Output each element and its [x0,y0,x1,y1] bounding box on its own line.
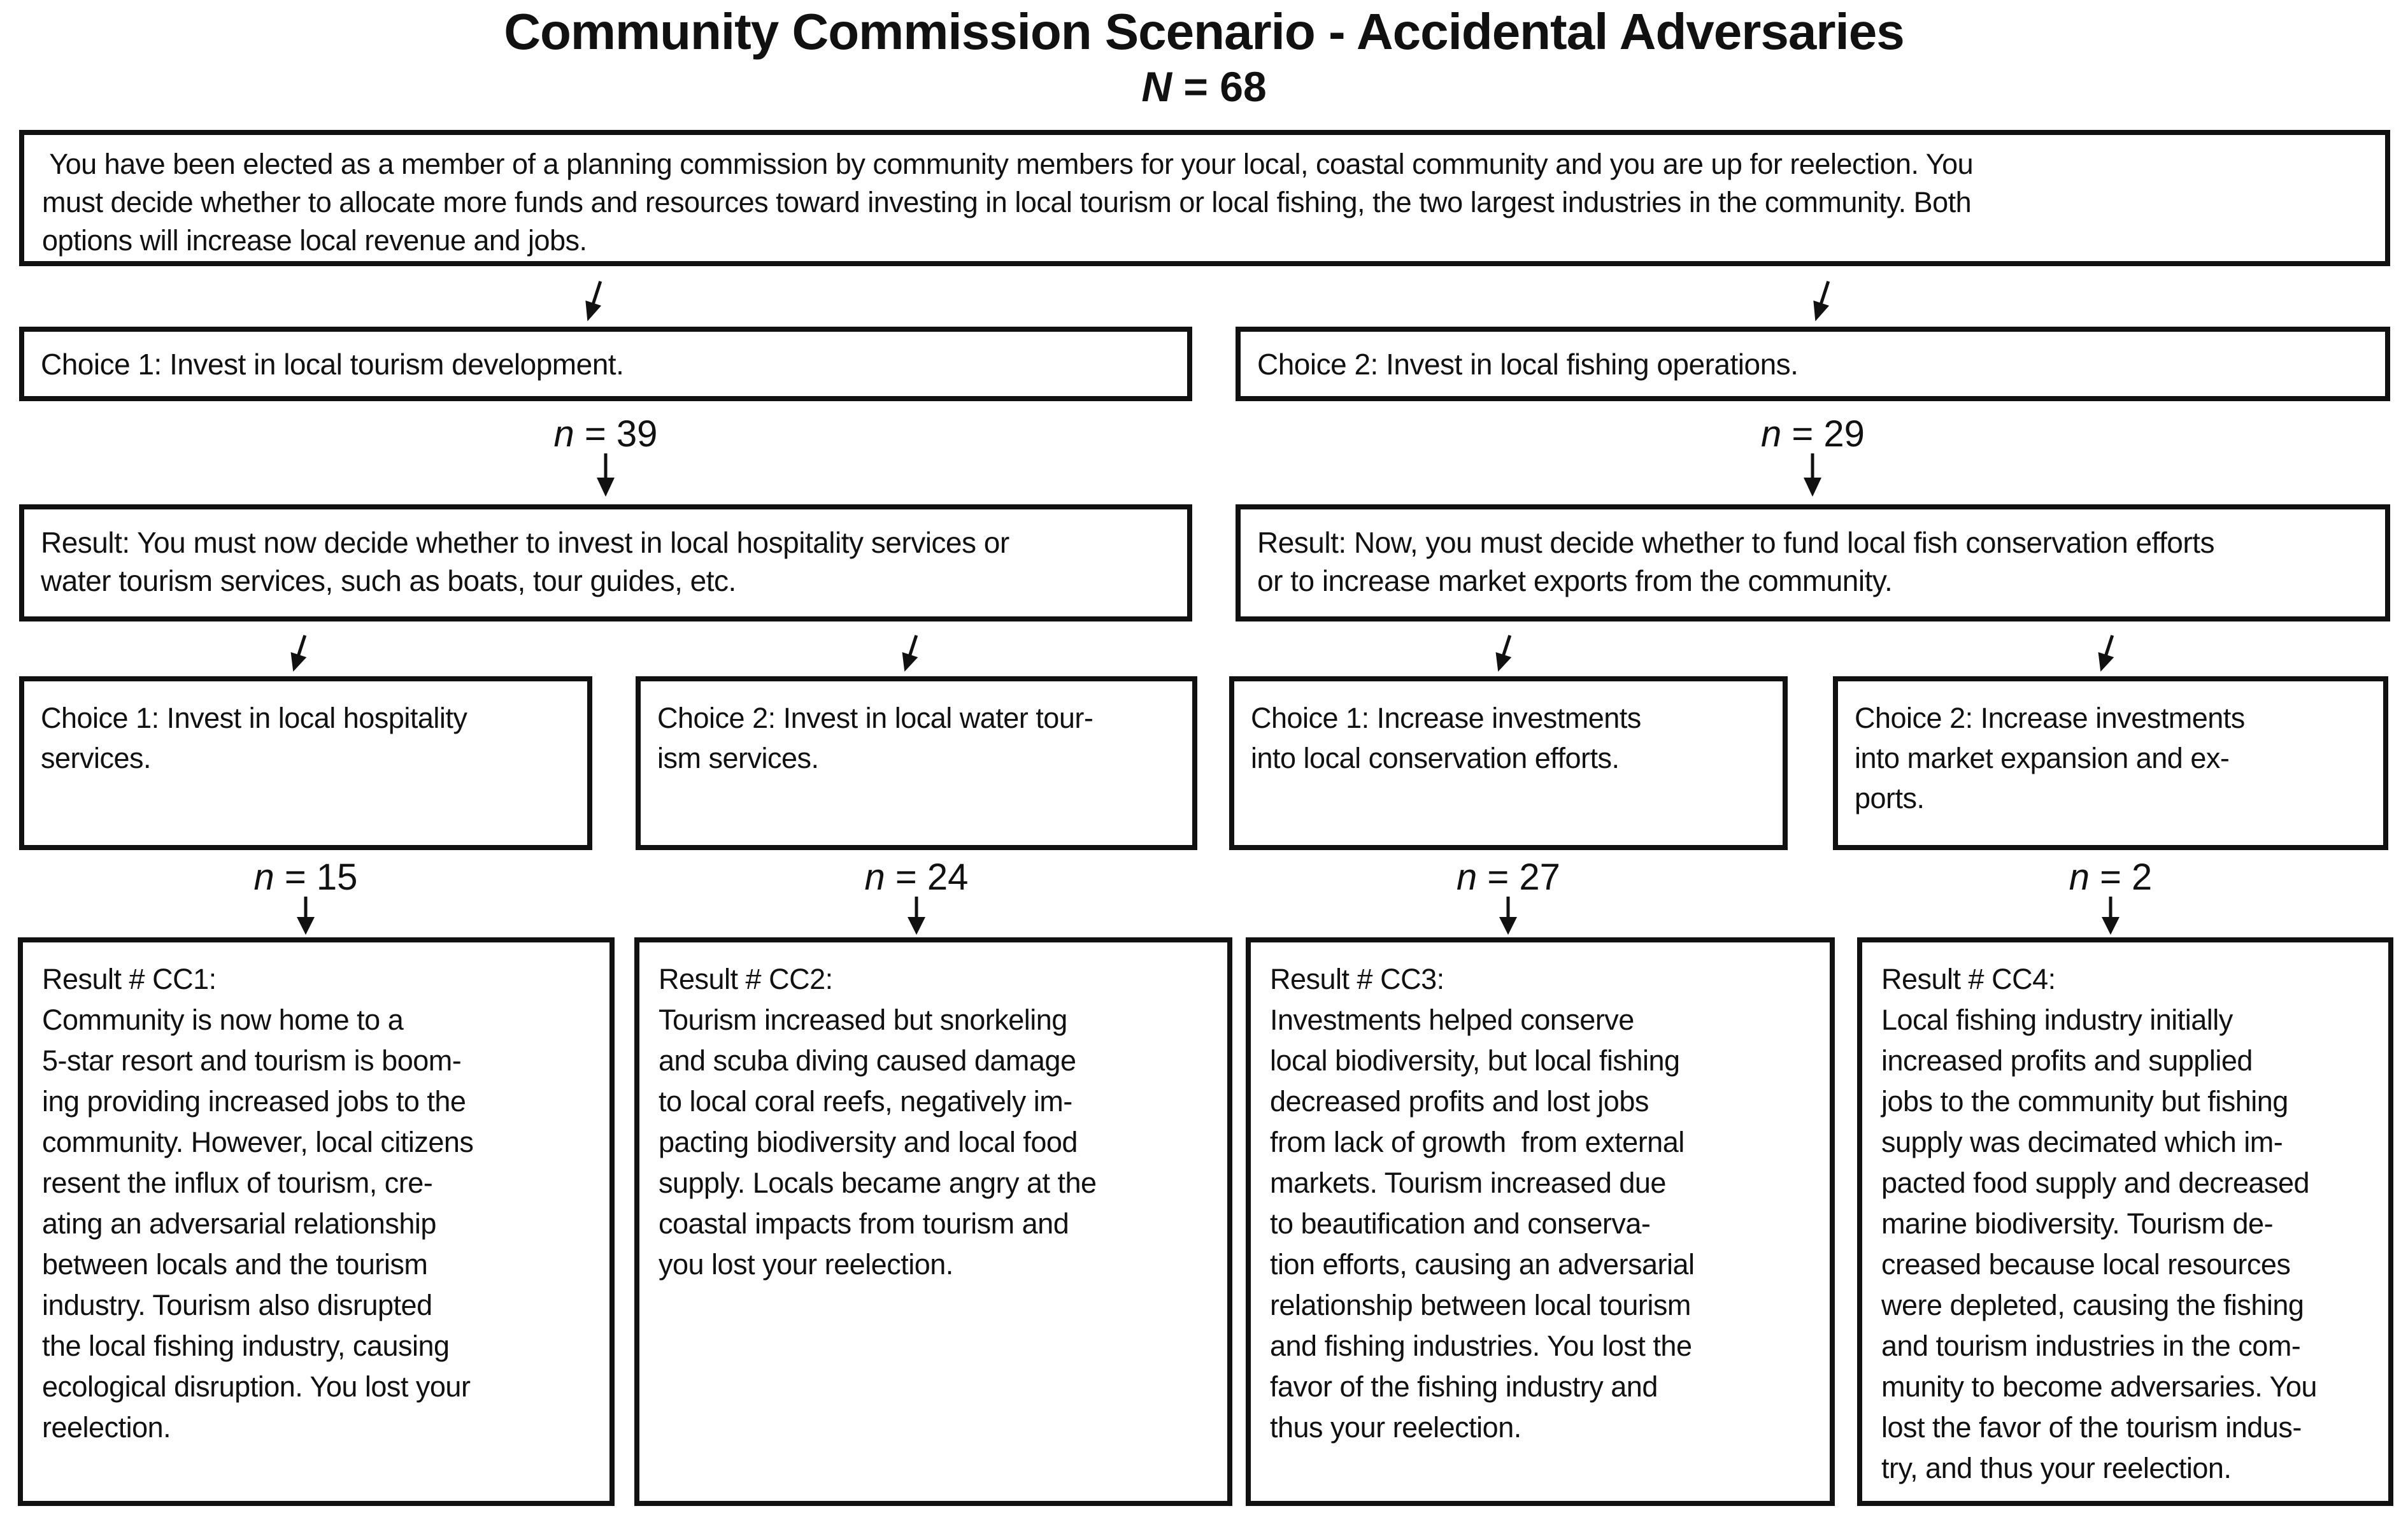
sample-size-label: n = 2 [1833,856,2388,898]
sample-size-label: n = 39 [19,413,1192,455]
n-value: = 29 [1781,413,1865,455]
n-value: = 15 [274,856,358,898]
result-cc1-text: Result # CC1: Community is now home to a… [42,963,474,1444]
down-arrow-icon [904,897,929,941]
result-cc2-text: Result # CC2: Tourism increased but snor… [659,963,1097,1281]
scenario-text: You have been elected as a member of a p… [42,148,1974,257]
n-value: = 39 [574,413,658,455]
result-cc3-box: Result # CC3: Investments helped conserv… [1246,937,1835,1506]
n-symbol: n [253,856,274,898]
sample-size-label: n = 15 [19,856,592,898]
result-cc4-box: Result # CC4: Local fishing industry ini… [1857,937,2393,1506]
n-symbol: n [553,413,574,455]
n-value: = 27 [1477,856,1560,898]
result-cc3-text: Result # CC3: Investments helped conserv… [1270,963,1695,1444]
result-fishing-box: Result: Now, you must decide whether to … [1236,504,2390,621]
down-arrow-icon [2086,632,2125,682]
down-arrow-icon [574,278,613,328]
scenario-box: You have been elected as a member of a p… [19,130,2390,266]
choice-conservation-label: Choice 1: Increase investments into loca… [1251,702,1641,774]
down-arrow-icon [279,632,317,682]
down-arrow-icon [2098,897,2123,941]
choice-hospitality-box: Choice 1: Invest in local hospitality se… [19,676,592,850]
n-symbol: n [864,856,885,898]
sample-size-label: n = 27 [1229,856,1788,898]
sample-size-label: n = 24 [636,856,1197,898]
result-tourism-text: Result: You must now decide whether to i… [41,526,1009,597]
sample-size-label: n = 29 [1236,413,2390,455]
down-arrow-icon [1800,453,1825,498]
choice-tourism-box: Choice 1: Invest in local tourism develo… [19,327,1192,401]
choice-water-tourism-label: Choice 2: Invest in local water tour- is… [657,702,1094,774]
population-label: N = 68 [0,62,2408,111]
choice-tourism-label: Choice 1: Invest in local tourism develo… [41,347,624,381]
down-arrow-icon [1495,897,1521,941]
n-value: = 24 [885,856,969,898]
population-value: = 68 [1172,63,1267,110]
n-value: = 2 [2089,856,2153,898]
down-arrow-icon [890,632,929,682]
n-symbol: n [1457,856,1478,898]
down-arrow-icon [1802,278,1841,328]
choice-market-expansion-box: Choice 2: Increase investments into mark… [1833,676,2388,850]
choice-conservation-box: Choice 1: Increase investments into loca… [1229,676,1788,850]
choice-fishing-label: Choice 2: Invest in local fishing operat… [1257,347,1799,381]
choice-market-expansion-label: Choice 2: Increase investments into mark… [1855,702,2245,814]
page-title: Community Commission Scenario - Accident… [504,3,1905,60]
n-symbol: n [1761,413,1782,455]
down-arrow-icon [593,453,618,498]
population-symbol: N [1141,63,1172,110]
choice-water-tourism-box: Choice 2: Invest in local water tour- is… [636,676,1197,850]
n-symbol: n [2069,856,2090,898]
result-cc4-text: Result # CC4: Local fishing industry ini… [1881,963,2317,1484]
down-arrow-icon [293,897,318,941]
result-cc1-box: Result # CC1: Community is now home to a… [18,937,615,1506]
result-tourism-box: Result: You must now decide whether to i… [19,504,1192,621]
result-fishing-text: Result: Now, you must decide whether to … [1257,526,2214,597]
down-arrow-icon [1484,632,1522,682]
choice-fishing-box: Choice 2: Invest in local fishing operat… [1236,327,2390,401]
choice-hospitality-label: Choice 1: Invest in local hospitality se… [41,702,467,774]
result-cc2-box: Result # CC2: Tourism increased but snor… [634,937,1232,1506]
